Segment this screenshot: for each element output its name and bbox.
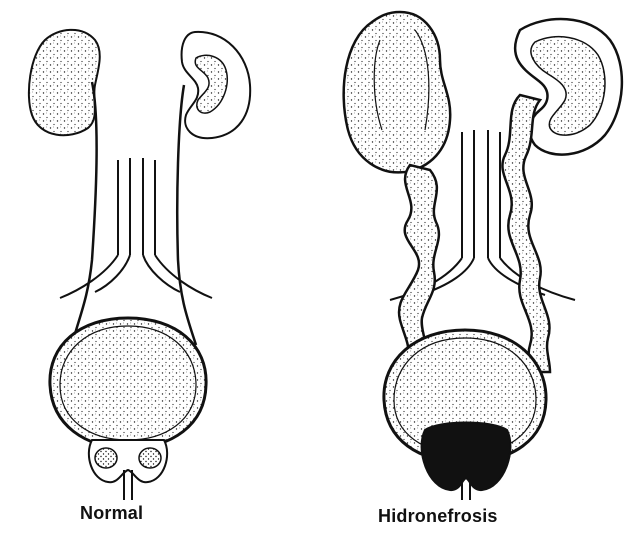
caption-normal: Normal	[80, 503, 143, 524]
normal-urinary-tract	[29, 30, 250, 500]
normal-left-kidney	[29, 30, 100, 135]
caption-hydronephrosis: Hidronefrosis	[378, 506, 498, 527]
hydro-left-kidney	[344, 12, 451, 172]
normal-bladder	[50, 318, 206, 448]
hydronephrosis-urinary-tract	[344, 12, 622, 500]
hydro-left-ureter	[399, 165, 439, 355]
hydro-prostate	[422, 423, 511, 491]
